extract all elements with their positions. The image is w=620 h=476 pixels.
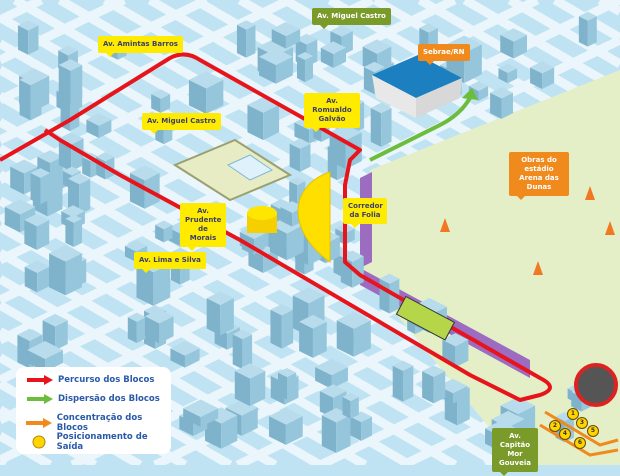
building xyxy=(350,411,372,441)
building xyxy=(49,245,82,296)
label-prudente-morais: Av. Prudente de Morais xyxy=(180,203,226,251)
legend-label: Dispersão dos Blocos xyxy=(58,394,160,404)
green-arrowhead xyxy=(462,88,478,100)
building xyxy=(232,329,253,370)
building xyxy=(30,168,51,205)
building xyxy=(336,311,371,357)
legend-label: Concentração dos Blocos xyxy=(56,413,143,433)
plaza-building xyxy=(226,154,274,181)
plaza xyxy=(172,138,293,202)
building xyxy=(127,312,146,344)
building xyxy=(206,291,234,336)
building xyxy=(24,213,50,250)
exit-position-6: 6 xyxy=(574,437,586,449)
street xyxy=(597,0,620,16)
building xyxy=(68,173,91,215)
legend-label: Percurso dos Blocos xyxy=(58,375,155,385)
race-track xyxy=(574,363,618,407)
building xyxy=(320,41,347,68)
exit-position-2: 2 xyxy=(549,420,561,432)
building xyxy=(296,51,313,83)
building xyxy=(370,102,392,147)
exit-position-5: 5 xyxy=(587,425,599,437)
building xyxy=(490,86,513,119)
building xyxy=(144,309,174,344)
legend-item-route: Percurso dos Blocos xyxy=(26,375,154,385)
street xyxy=(507,0,620,68)
label-miguel-castro: Av. Miguel Castro xyxy=(142,113,221,134)
street xyxy=(462,0,620,94)
building xyxy=(392,360,414,402)
building xyxy=(422,365,446,404)
route-dispersal-green xyxy=(369,96,472,162)
red-arrow-icon xyxy=(26,375,54,385)
building xyxy=(259,48,293,84)
building xyxy=(155,220,173,243)
building xyxy=(321,407,351,454)
building xyxy=(247,96,280,141)
building xyxy=(289,138,311,172)
building xyxy=(188,71,224,114)
building xyxy=(500,28,527,59)
sebrae-building-side2 xyxy=(416,78,462,118)
label-sebrae: Sebrae/RN xyxy=(418,44,470,65)
traffic-cone xyxy=(585,186,595,200)
building xyxy=(86,113,112,139)
label-romualdo-galvao: Av. Romualdo Galvão xyxy=(304,93,360,132)
building xyxy=(315,358,348,389)
building xyxy=(498,63,518,84)
exit-position-1: 1 xyxy=(567,408,579,420)
legend-item-concentration: Concentração dos Blocos xyxy=(26,413,171,433)
traffic-cones xyxy=(440,186,615,275)
building xyxy=(205,407,238,449)
building xyxy=(27,341,63,372)
route-concentration-orange xyxy=(539,410,619,457)
label-miguel-castro-top: Av. Miguel Castro xyxy=(312,8,391,29)
building xyxy=(17,20,39,55)
building xyxy=(236,20,256,58)
orange-arrow-icon xyxy=(26,418,53,428)
exit-position-cylinder-top xyxy=(247,206,277,220)
building xyxy=(65,214,83,248)
building xyxy=(342,392,359,419)
legend-label: Posicionamento de Saída xyxy=(56,432,148,452)
exit-position-4: 4 xyxy=(559,428,571,440)
yellow-circle-icon xyxy=(26,435,53,449)
green-arrow-icon xyxy=(26,394,54,404)
traffic-cone xyxy=(605,221,615,235)
label-lima-silva: Av. Lima e Silva xyxy=(134,252,206,273)
building xyxy=(270,303,294,349)
bus xyxy=(395,295,456,341)
building xyxy=(269,407,303,445)
legend-item-dispersal: Dispersão dos Blocos xyxy=(26,394,160,404)
building xyxy=(277,367,297,400)
building xyxy=(234,363,266,407)
building xyxy=(530,61,555,90)
route-red xyxy=(0,52,552,402)
sebrae-building xyxy=(372,55,462,98)
label-capitao-mor-gouveia: Av. Capitão Mor Gouveia xyxy=(492,428,538,476)
label-amintas-barros: Av. Amintas Barros xyxy=(98,36,183,57)
building xyxy=(151,89,171,113)
exit-position-3: 3 xyxy=(576,417,588,429)
building xyxy=(299,314,327,358)
building xyxy=(183,399,219,427)
building xyxy=(58,59,83,104)
traffic-cone xyxy=(533,261,543,275)
building xyxy=(578,11,597,47)
building xyxy=(24,260,50,293)
building xyxy=(170,341,200,368)
sebrae-building-side xyxy=(372,75,416,118)
exit-position-semicircle xyxy=(297,171,331,263)
building xyxy=(19,74,42,121)
building xyxy=(271,21,301,49)
building xyxy=(269,216,304,261)
map-legend: Percurso dos Blocos Dispersão dos Blocos… xyxy=(16,367,171,454)
legend-item-exit-position: Posicionamento de Saída xyxy=(26,432,171,452)
label-corredor-folia: Corredor da Folia xyxy=(343,198,387,228)
label-arena-das-dunas: Obras do estádio Arena das Dunas xyxy=(509,152,569,200)
traffic-cone xyxy=(440,218,450,232)
